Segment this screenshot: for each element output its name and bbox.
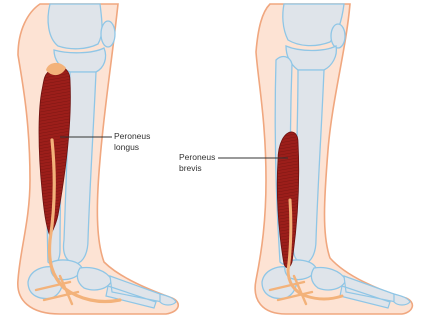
left-patella	[101, 21, 115, 47]
right-patella	[331, 24, 345, 48]
left-toes	[160, 294, 176, 305]
peroneus-longus-label-line2: longus	[114, 142, 150, 153]
peroneus-longus-label: Peroneus longus	[114, 131, 150, 153]
peroneus-brevis-label-line2: brevis	[179, 163, 215, 174]
peroneus-brevis-label-line1: Peroneus	[179, 152, 215, 163]
left-leg	[18, 4, 178, 314]
peroneus-brevis-label: Peroneus brevis	[179, 152, 215, 174]
right-leg	[255, 4, 412, 314]
right-toes	[394, 294, 410, 305]
peroneus-longus-label-line1: Peroneus	[114, 131, 150, 142]
left-femur	[48, 4, 102, 49]
